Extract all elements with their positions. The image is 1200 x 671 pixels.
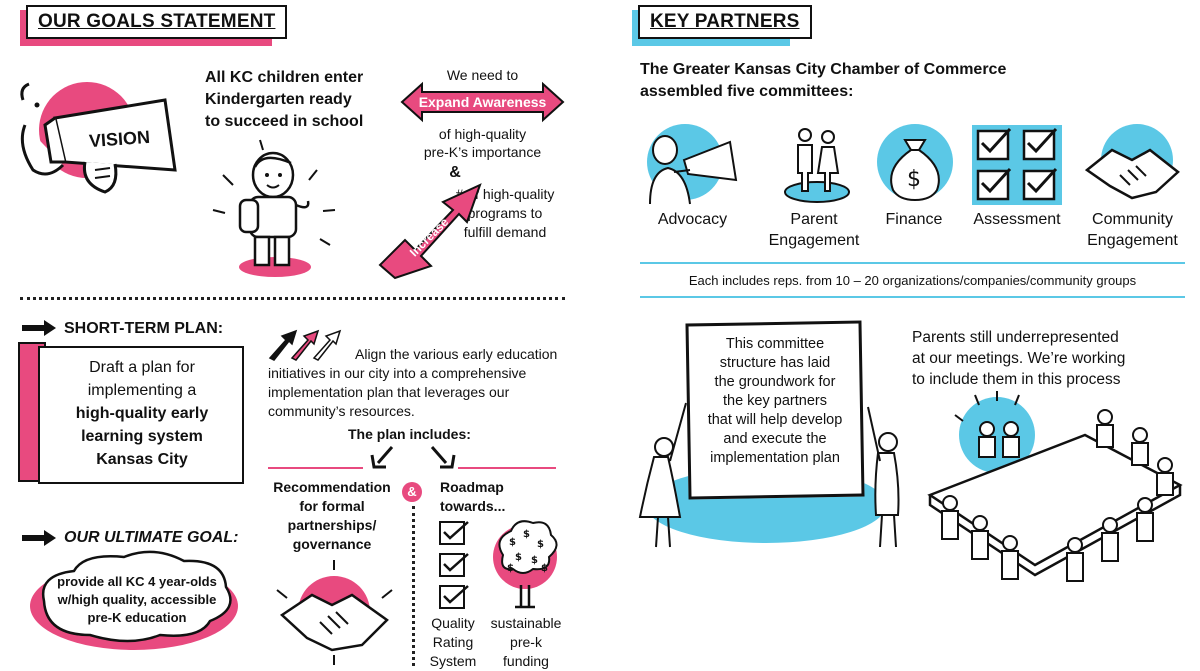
recommendation-line-3: partnerships/ (287, 517, 377, 533)
plan-includes: The plan includes: (348, 426, 471, 442)
vision-line-1: All KC children enter (205, 69, 364, 86)
committee-finance: Finance (885, 211, 943, 228)
board-line-4: the key partners (723, 393, 827, 409)
child-icon (212, 139, 336, 277)
awareness-line-1: of high-quality (438, 126, 527, 142)
chamber-line-2: assembled five committees: (640, 83, 854, 100)
underline-right (458, 467, 556, 469)
svg-text:$: $ (515, 552, 522, 563)
handshake-icon (1084, 124, 1180, 200)
ultimate-line-1: provide all KC 4 year-olds (57, 574, 217, 589)
funding-line-1: sustainable (490, 615, 562, 631)
parents-line-3: to include them in this process (912, 371, 1121, 388)
triple-arrow-icon (268, 329, 342, 361)
vertical-divider (412, 506, 415, 666)
expand-awareness-arrow (400, 81, 565, 123)
svg-text:$: $ (531, 555, 538, 566)
recommendation-line-4: governance (292, 536, 372, 552)
need-to-text: We need to (446, 67, 519, 83)
qrs-line-3: System (429, 653, 477, 669)
money-tree-icon: $$$ $$$$ (493, 520, 558, 609)
short-term-title: SHORT-TERM PLAN: (64, 320, 224, 337)
awareness-line-2: pre-K’s importance (423, 144, 542, 160)
committee-advocacy: Advocacy (657, 211, 728, 228)
committee-assessment: Assessment (973, 211, 1061, 228)
amp-small: & (407, 484, 417, 499)
arrows-down-icon (370, 446, 456, 469)
reps-line-top (640, 262, 1185, 264)
ultimate-title: OUR ULTIMATE GOAL: (64, 529, 239, 546)
handshake-icon (276, 560, 393, 665)
plan-scroll (38, 346, 244, 484)
parents-icon (784, 128, 850, 203)
board-line-5: that will help develop (707, 412, 843, 428)
programs-line-3: fulfill demand (463, 224, 547, 240)
vision-line-2: Kindergarten ready (205, 91, 352, 108)
align-line-1: Align the various early education (355, 346, 558, 362)
align-line-3: implementation plan that leverages our (268, 384, 510, 400)
ultimate-line-2: w/high quality, accessible (57, 592, 217, 607)
svg-text:$: $ (537, 539, 544, 550)
align-line-2: initiatives in our city into a comprehen… (268, 365, 527, 381)
board-line-3: the groundwork for (714, 374, 836, 390)
recommendation-line-2: for formal (299, 498, 365, 514)
committee-community-2: Engagement (1087, 232, 1178, 249)
committee-parent-1: Parent (790, 211, 838, 228)
scroll-line-2: implementing a (87, 382, 197, 399)
scroll-line-3: high-quality early (75, 405, 209, 422)
expand-awareness-label: Expand Awareness (418, 94, 547, 110)
amp-circle (402, 482, 422, 502)
board-line-1: This committee (725, 336, 825, 352)
meeting-table-icon (927, 391, 1183, 582)
arrow-right-icon (22, 320, 56, 336)
scroll-line-1: Draft a plan for (89, 359, 195, 376)
ultimate-line-3: pre-K education (87, 610, 187, 625)
recommendation-line-1: Recommendation (273, 479, 391, 495)
checkbox-list-icon (439, 521, 469, 609)
reps-line-bottom (640, 296, 1185, 298)
megaphone-person-icon (647, 124, 738, 205)
funding-line-2: pre-k (510, 634, 542, 650)
vision-line-3: to succeed in school (205, 113, 364, 130)
goals-title: OUR GOALS STATEMENT (26, 5, 288, 39)
ampersand: & (449, 164, 461, 181)
svg-text:$: $ (541, 563, 548, 574)
svg-text:$: $ (507, 563, 514, 574)
svg-text:$: $ (523, 529, 530, 540)
roadmap-line-2: towards... (440, 498, 506, 514)
board-line-6: and execute the (723, 431, 827, 447)
board-line-2: structure has laid (719, 355, 831, 371)
section-divider (20, 297, 565, 300)
arrow-right-icon-2 (22, 530, 56, 546)
funding-line-3: funding (503, 653, 549, 669)
partners-title: KEY PARTNERS (638, 5, 812, 39)
qrs-line-2: Rating (432, 634, 474, 650)
committee-parent-2: Engagement (768, 232, 860, 249)
cloud-bubble (30, 550, 238, 650)
board-line-7: implementation plan (710, 450, 840, 466)
committee-community-1: Community (1092, 211, 1173, 228)
qrs-line-1: Quality (431, 615, 475, 631)
parents-line-1: Parents still underrepresented (912, 329, 1119, 346)
roadmap-line-1: Roadmap (440, 479, 504, 495)
programs-line-1: # of high-quality (455, 186, 555, 202)
underline-left (268, 467, 363, 469)
programs-line-2: programs to (467, 205, 543, 221)
increase-arrow (378, 183, 482, 280)
megaphone-person-icon (20, 82, 177, 194)
chamber-line-1: The Greater Kansas City Chamber of Comme… (640, 61, 1007, 78)
scroll-line-5: Kansas City (96, 451, 188, 468)
parents-line-2: at our meetings. We’re working (912, 350, 1126, 367)
reps-text: Each includes reps. from 10 – 20 organiz… (688, 273, 1137, 288)
align-line-4: community’s resources. (268, 403, 415, 419)
scroll-line-4: learning system (81, 428, 203, 445)
money-bag-icon: $ (877, 124, 953, 202)
checkbox-grid-icon (972, 125, 1062, 205)
svg-text:$: $ (907, 167, 921, 192)
svg-text:$: $ (509, 537, 516, 548)
